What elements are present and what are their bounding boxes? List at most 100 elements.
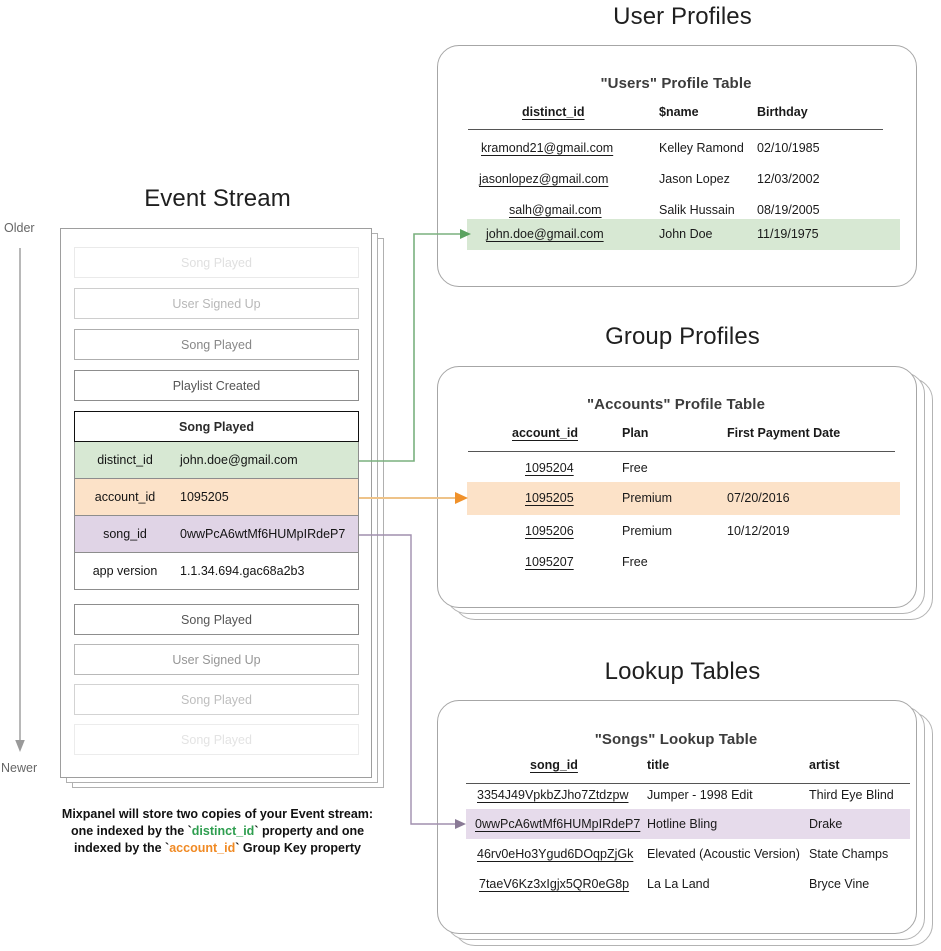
caption-line-3b: Group Key property: [239, 841, 361, 855]
accounts-cell-first-payment: 07/20/2016: [727, 491, 790, 505]
songs-cell-title: Elevated (Acoustic Version): [647, 847, 800, 861]
users-column-distinct-id: distinct_id: [522, 105, 585, 119]
songs-cell-artist: Bryce Vine: [809, 877, 870, 891]
event-stream-title: Event Stream: [144, 185, 291, 212]
timeline-older-label: Older: [4, 221, 35, 235]
songs-cell-title: Hotline Bling: [647, 817, 718, 831]
event-card-4[interactable]: Song Played: [74, 604, 359, 635]
table-row[interactable]: 7taeV6Kz3xIgjx5QR0eG8p La La Land Bryce …: [437, 869, 915, 899]
event-property-app-version[interactable]: app version 1.1.34.694.gac68a2b3: [74, 553, 359, 590]
songs-cell-artist: Drake: [809, 817, 843, 831]
event-card-3[interactable]: Playlist Created: [74, 370, 359, 401]
accounts-cell-plan: Premium: [622, 524, 673, 538]
accounts-table-header: account_id Plan First Payment Date: [437, 426, 915, 452]
users-table-title: "Users" Profile Table: [600, 75, 752, 92]
table-row[interactable]: 1095205 Premium 07/20/2016: [437, 482, 915, 515]
event-property-account-id[interactable]: account_id 1095205: [74, 479, 359, 516]
property-value-song-id: 0wwPcA6wtMf6HUMpIRdeP7: [180, 527, 346, 541]
caption-line-2a: one indexed by the: [70, 824, 188, 838]
users-cell-name: Salik Hussain: [659, 203, 735, 217]
event-card-7[interactable]: Song Played: [74, 724, 359, 755]
accounts-cell-first-payment: 10/12/2019: [727, 524, 790, 538]
users-cell-distinct-id: salh@gmail.com: [509, 203, 602, 217]
users-cell-distinct-id: kramond21@gmail.com: [481, 141, 614, 155]
accounts-cell-plan: Free: [622, 461, 648, 475]
table-row[interactable]: john.doe@gmail.com John Doe 11/19/1975: [437, 219, 915, 250]
property-value-distinct-id: john.doe@gmail.com: [180, 453, 298, 467]
users-column-name: $name: [659, 105, 699, 119]
caption-account-id-key: account_id: [169, 841, 236, 855]
caption-line-3a: indexed by the: [74, 841, 166, 855]
songs-cell-title: La La Land: [647, 877, 710, 891]
songs-column-artist: artist: [809, 758, 840, 772]
accounts-cell-account-id: 1095205: [525, 491, 574, 505]
accounts-header-rule: [468, 451, 895, 453]
property-value-app-version: 1.1.34.694.gac68a2b3: [180, 564, 305, 578]
table-row[interactable]: jasonlopez@gmail.com Jason Lopez 12/03/2…: [437, 164, 915, 195]
songs-table-header: song_id title artist: [437, 758, 915, 784]
users-cell-name: Jason Lopez: [659, 172, 730, 186]
caption-line-2b: property and one: [258, 824, 365, 838]
songs-cell-artist: State Champs: [809, 847, 889, 861]
accounts-cell-plan: Premium: [622, 491, 673, 505]
accounts-column-first-payment-date: First Payment Date: [727, 426, 841, 440]
songs-cell-artist: Third Eye Blind: [809, 788, 894, 802]
property-value-account-id: 1095205: [180, 490, 229, 504]
table-row[interactable]: 46rv0eHo3Ygud6DOqpZjGk Elevated (Acousti…: [437, 839, 915, 869]
songs-column-song-id: song_id: [530, 758, 578, 772]
property-key-distinct-id: distinct_id: [97, 453, 153, 467]
event-card-6[interactable]: Song Played: [74, 684, 359, 715]
accounts-cell-plan: Free: [622, 555, 648, 569]
lookup-tables-title: Lookup Tables: [604, 658, 761, 685]
users-header-rule: [468, 129, 883, 131]
songs-cell-title: Jumper - 1998 Edit: [647, 788, 753, 802]
users-cell-name: John Doe: [659, 227, 713, 241]
table-row[interactable]: 3354J49VpkbZJho7Ztdzpw Jumper - 1998 Edi…: [437, 780, 915, 810]
songs-cell-song-id: 3354J49VpkbZJho7Ztdzpw: [477, 788, 629, 802]
users-cell-birthday: 02/10/1985: [757, 141, 820, 155]
users-card: "Users" Profile Table distinct_id $name …: [437, 45, 917, 287]
users-row-highlight: [467, 219, 900, 250]
table-row[interactable]: 1095207 Free: [437, 546, 915, 579]
accounts-column-account-id: account_id: [512, 426, 578, 440]
property-key-app-version: app version: [92, 564, 158, 578]
songs-card: "Songs" Lookup Table song_id title artis…: [437, 700, 933, 946]
users-cell-birthday: 08/19/2005: [757, 203, 820, 217]
diagram-caption: Mixpanel will store two copies of your E…: [61, 807, 374, 855]
caption-distinct-id-key: distinct_id: [191, 824, 255, 838]
event-card-5[interactable]: User Signed Up: [74, 644, 359, 675]
group-profiles-title: Group Profiles: [605, 323, 760, 350]
users-table-header: distinct_id $name Birthday: [437, 105, 915, 131]
event-card-1[interactable]: User Signed Up: [74, 288, 359, 319]
users-cell-distinct-id: jasonlopez@gmail.com: [479, 172, 609, 186]
users-column-birthday: Birthday: [757, 105, 808, 119]
songs-column-title: title: [647, 758, 670, 772]
songs-cell-song-id: 7taeV6Kz3xIgjx5QR0eG8p: [479, 877, 630, 891]
caption-line-1: Mixpanel will store two copies of your E…: [61, 807, 374, 821]
event-property-song-id[interactable]: song_id 0wwPcA6wtMf6HUMpIRdeP7: [74, 516, 359, 553]
table-row[interactable]: 0wwPcA6wtMf6HUMpIRdeP7 Hotline Bling Dra…: [437, 809, 915, 839]
users-cell-birthday: 12/03/2002: [757, 172, 820, 186]
table-row[interactable]: kramond21@gmail.com Kelley Ramond 02/10/…: [437, 133, 915, 164]
accounts-cell-account-id: 1095207: [525, 555, 574, 569]
timeline-newer-label: Newer: [1, 761, 38, 775]
event-property-distinct-id[interactable]: distinct_id john.doe@gmail.com: [74, 442, 359, 479]
property-key-song-id: song_id: [103, 527, 147, 541]
songs-cell-song-id: 46rv0eHo3Ygud6DOqpZjGk: [477, 847, 634, 861]
accounts-row-highlight: [467, 482, 900, 515]
table-row[interactable]: salh@gmail.com Salik Hussain 08/19/2005: [437, 195, 915, 226]
event-card-0[interactable]: Song Played: [74, 247, 359, 278]
table-row[interactable]: 1095204 Free: [437, 452, 915, 485]
accounts-card: "Accounts" Profile Table account_id Plan…: [437, 366, 933, 620]
users-cell-name: Kelley Ramond: [659, 141, 744, 155]
accounts-table-title: "Accounts" Profile Table: [586, 396, 766, 413]
property-key-account-id: account_id: [94, 490, 156, 504]
users-cell-birthday: 11/19/1975: [757, 227, 819, 241]
users-cell-distinct-id: john.doe@gmail.com: [486, 227, 604, 241]
table-row[interactable]: 1095206 Premium 10/12/2019: [437, 515, 915, 548]
songs-header-rule: [466, 783, 910, 785]
selected-event-header[interactable]: Song Played: [74, 411, 359, 442]
accounts-column-plan: Plan: [622, 426, 649, 440]
event-card-2[interactable]: Song Played: [74, 329, 359, 360]
user-profiles-title: User Profiles: [613, 3, 752, 30]
